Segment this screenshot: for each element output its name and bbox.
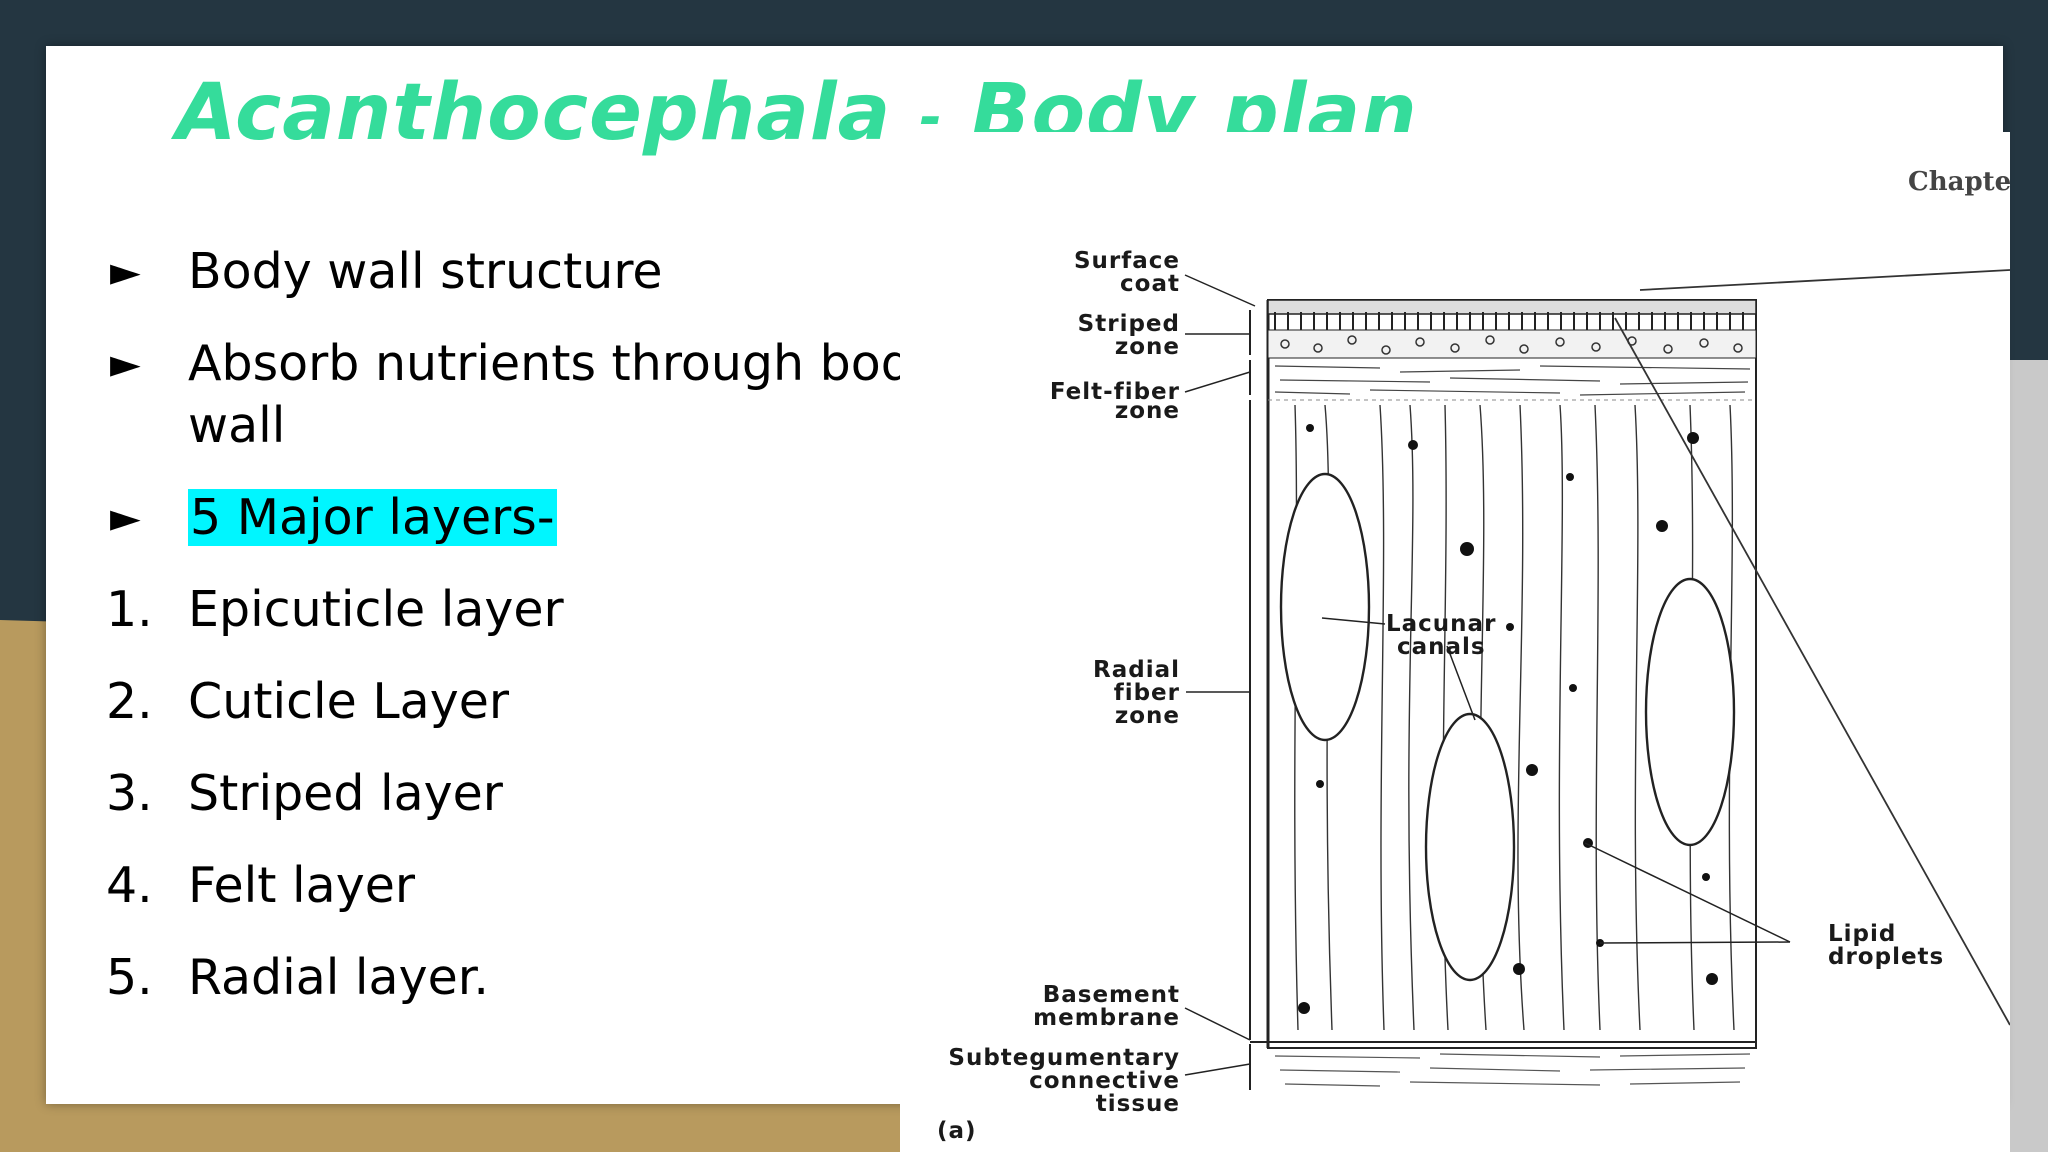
label-striped-line1: Striped (1078, 311, 1180, 337)
body-wall-svg: Chapte (937, 167, 2010, 1144)
bullet-arrow-icon: ► (110, 495, 141, 541)
striped-zone-band (1267, 329, 1757, 359)
numbered-text: Epicuticle layer (188, 581, 564, 638)
list-number: 5. (106, 949, 153, 1006)
surface-coat-band (1267, 299, 1757, 315)
numbered-item: 5. Radial layer. (106, 947, 966, 1009)
label-lacunar-line1: Lacunar (1386, 611, 1496, 637)
subtegumentary-lines (1274, 1053, 1751, 1087)
label-leader-lines (1184, 274, 1791, 1076)
title-part-1: Acanthocephala (176, 68, 892, 158)
label-surface-line1: Surface (1074, 248, 1180, 274)
label-subteg-line1: Subtegumentary (948, 1045, 1180, 1071)
label-subteg-line3: tissue (1096, 1091, 1180, 1117)
label-felt-line2: zone (1115, 398, 1180, 424)
bullet-arrow-icon: ► (110, 341, 141, 387)
bullet-list: ► Body wall structure ► Absorb nutrients… (106, 241, 966, 1039)
enlargement-line-top (1639, 269, 2010, 291)
list-number: 3. (106, 765, 153, 822)
list-number: 4. (106, 857, 153, 914)
numbered-text: Radial layer. (188, 949, 489, 1006)
body-wall-diagram: Chapte (900, 132, 2010, 1152)
striped-zone-marks (1274, 312, 1744, 330)
panel-label: (a) (937, 1118, 977, 1144)
list-number: 2. (106, 673, 153, 730)
bullet-item: ► Body wall structure (106, 241, 966, 303)
numbered-text: Striped layer (188, 765, 503, 822)
label-lipid-line1: Lipid (1828, 921, 1896, 947)
highlighted-bullet-text: 5 Major layers- (188, 489, 557, 546)
label-surface-line2: coat (1120, 271, 1180, 297)
label-lacunar-line2: canals (1397, 634, 1486, 660)
numbered-item: 2. Cuticle Layer (106, 671, 966, 733)
chapter-header: Chapte (1908, 167, 2010, 197)
label-felt-line1: Felt-fiber (1050, 379, 1180, 405)
bullet-text: Body wall structure (188, 243, 663, 300)
felt-fiber-lines (1274, 365, 1751, 396)
label-basement-line1: Basement (1043, 982, 1180, 1008)
numbered-text: Cuticle Layer (188, 673, 509, 730)
label-subteg-line2: connective (1029, 1068, 1180, 1094)
bullet-arrow-icon: ► (110, 249, 141, 295)
enlargement-line-bottom (1614, 317, 2010, 1026)
list-number: 1. (106, 581, 153, 638)
numbered-item: 4. Felt layer (106, 855, 966, 917)
label-radial-line2: fiber (1114, 680, 1180, 706)
label-basement-line2: membrane (1033, 1005, 1180, 1031)
label-lipid-line2: droplets (1828, 944, 1944, 970)
bullet-item: ► Absorb nutrients through body wall (106, 333, 966, 457)
numbered-item: 3. Striped layer (106, 763, 966, 825)
lacunar-canals (1279, 472, 1736, 982)
numbered-item: 1. Epicuticle layer (106, 579, 966, 641)
label-radial-line3: zone (1115, 703, 1180, 729)
bullet-item: ► 5 Major layers- (106, 487, 966, 549)
label-radial-line1: Radial (1093, 657, 1180, 683)
bullet-text: Absorb nutrients through body wall (188, 335, 941, 454)
label-striped-line2: zone (1115, 334, 1180, 360)
numbered-text: Felt layer (188, 857, 415, 914)
